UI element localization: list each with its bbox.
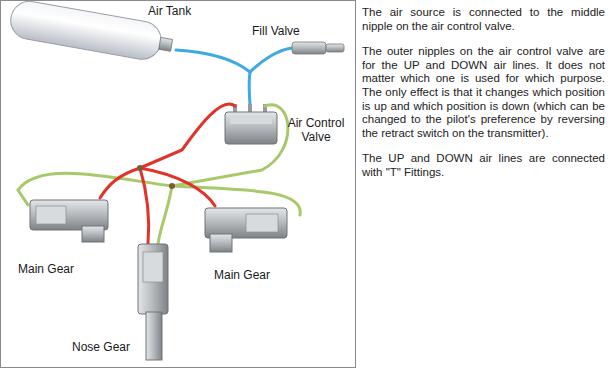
part-label: Main Gear — [214, 268, 284, 282]
blue-supply-line — [176, 48, 292, 108]
part-label: Main Gear — [18, 262, 88, 276]
nose-gear — [138, 244, 168, 360]
text-column: The air source is connected to the middl… — [362, 6, 605, 192]
part-label: Fill Valve — [252, 24, 312, 38]
part-label: Air Control Valve — [282, 116, 350, 144]
main-gear-right — [205, 208, 287, 252]
main-gear-left — [30, 200, 108, 242]
note-paragraph: The UP and DOWN air lines are connected … — [362, 152, 605, 179]
note-paragraph: The outer nipples on the air control val… — [362, 45, 605, 140]
green-air-line — [18, 105, 300, 244]
note-paragraph: The air source is connected to the middl… — [362, 6, 605, 33]
t-fittings — [137, 165, 175, 189]
part-label: Nose Gear — [72, 340, 134, 354]
fill-valve — [292, 42, 344, 54]
image-frame — [1, 1, 356, 368]
air-control-valve — [225, 104, 277, 144]
part-label: Air Tank — [148, 4, 208, 18]
